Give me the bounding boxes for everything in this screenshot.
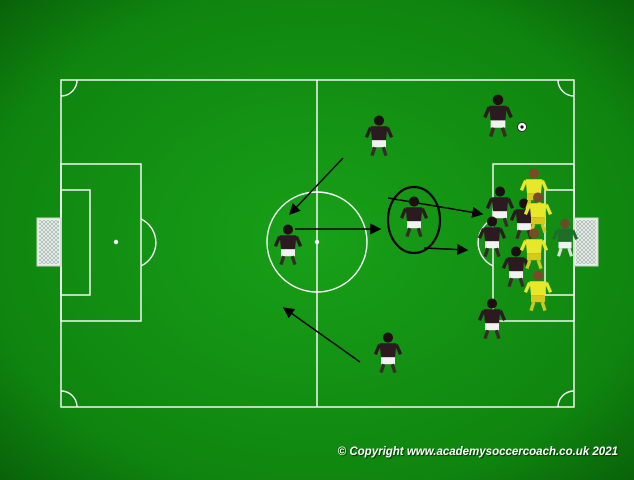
- goal-net-icon: [36, 217, 62, 267]
- run-arrow-bottom: [282, 307, 361, 363]
- goal-net-icon: [573, 217, 599, 267]
- corner-arc-top-left: [60, 79, 78, 97]
- corner-arc-top-right: [557, 79, 575, 97]
- run-arrow-top: [289, 157, 344, 216]
- centre-circle: [266, 191, 368, 293]
- left-penalty-arc: [140, 218, 157, 267]
- highlight-ring: [386, 185, 442, 255]
- run-arrow-lower: [423, 243, 469, 256]
- run-arrow-upper: [387, 197, 484, 218]
- soccer-ball-icon: [517, 122, 527, 132]
- corner-arc-bottom-left: [60, 390, 78, 408]
- centre-spot: [314, 239, 320, 245]
- copyright-notice: © Copyright www.academysoccercoach.co.uk…: [337, 446, 618, 458]
- movement-arrows: [282, 157, 484, 363]
- left-penalty-spot: [113, 239, 119, 245]
- corner-arc-bottom-right: [557, 390, 575, 408]
